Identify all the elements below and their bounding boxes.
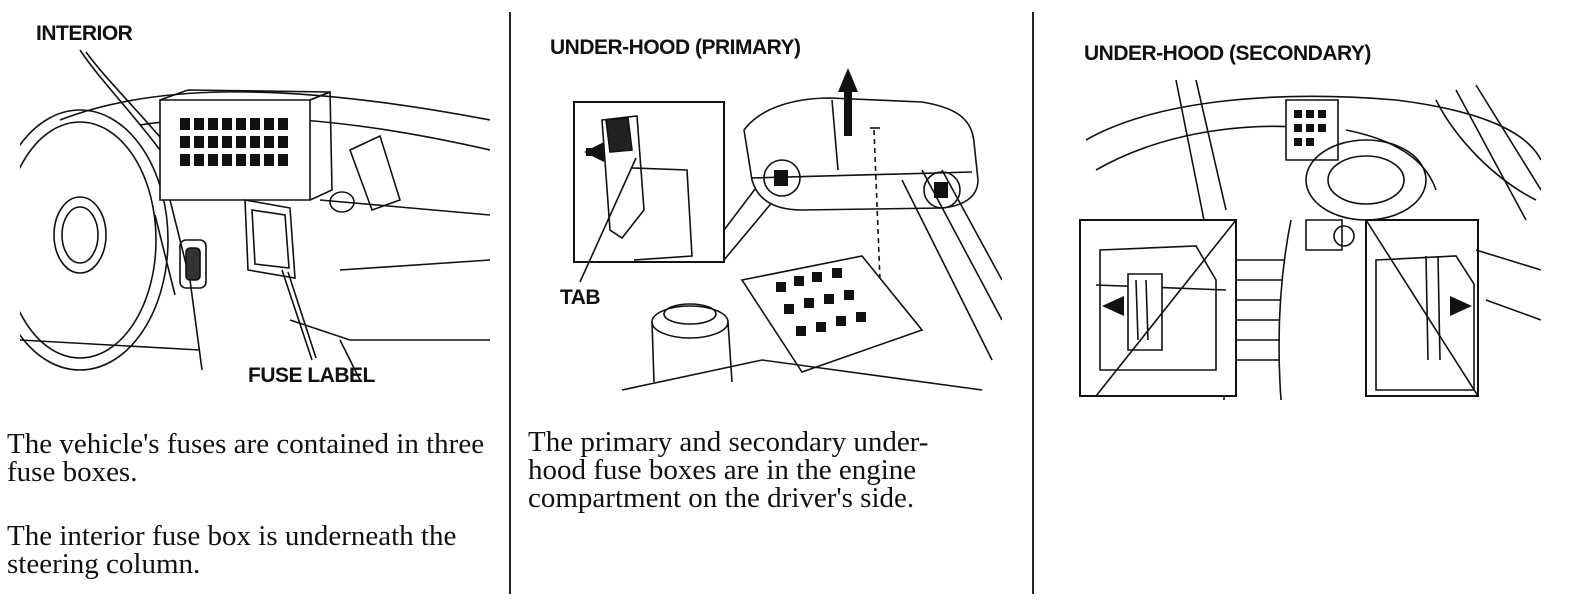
interior-paragraph-1: The vehicle's fuses are contained in thr… [7, 430, 487, 486]
interior-panel: INTERIOR [0, 0, 510, 600]
fuse-label-callout: FUSE LABEL [248, 364, 375, 388]
under-hood-primary-panel: UNDER-HOOD (PRIMARY) [512, 0, 1034, 600]
tab-leader-line [572, 150, 652, 290]
interior-fuse-box-illustration [20, 40, 490, 395]
under-hood-primary-paragraph: The primary and secondary under-hood fus… [528, 428, 948, 512]
interior-paragraph-2: The interior fuse box is underneath the … [7, 522, 487, 578]
under-hood-primary-heading: UNDER-HOOD (PRIMARY) [550, 36, 801, 60]
under-hood-secondary-heading: UNDER-HOOD (SECONDARY) [1084, 42, 1371, 66]
under-hood-secondary-panel: UNDER-HOOD (SECONDARY) [1036, 0, 1584, 600]
under-hood-secondary-illustration [1076, 70, 1541, 400]
